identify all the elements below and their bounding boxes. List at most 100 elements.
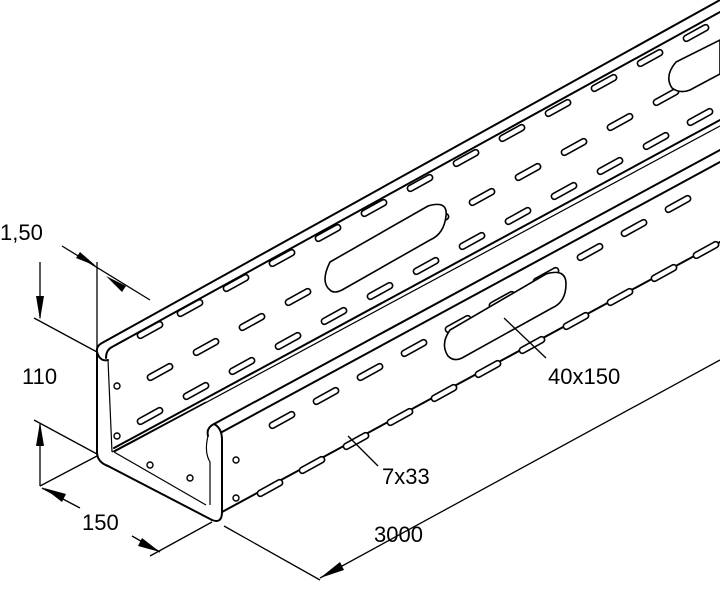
dim-thickness: 1,50: [0, 220, 151, 350]
slot: [284, 287, 312, 307]
slot: [514, 162, 542, 182]
slot: [238, 312, 266, 332]
dim-arrow: [106, 276, 126, 292]
dim-width: 150: [39, 455, 213, 557]
dim-arrow: [320, 562, 344, 578]
slot: [222, 273, 250, 293]
hole: [232, 456, 240, 464]
right-wall-front-edge: [211, 423, 223, 522]
large-slot: [443, 271, 567, 361]
right-wall-top-lip: [206, 423, 215, 437]
left-wall-top-edge-inner: [105, 11, 720, 359]
dim-arrow: [138, 538, 160, 552]
slot: [504, 206, 532, 226]
slot: [620, 218, 648, 238]
dim-leader-line: [61, 245, 151, 301]
slot: [312, 386, 340, 406]
left-wall-top-slots: [136, 23, 710, 340]
slot: [550, 181, 578, 201]
slot: [406, 173, 434, 193]
slot: [192, 337, 220, 357]
slot: [606, 112, 634, 132]
slot: [636, 48, 664, 68]
slot: [314, 223, 342, 243]
slot: [400, 338, 428, 358]
slot: [366, 281, 394, 301]
slot: [560, 137, 588, 157]
left-wall-middle-slots: [136, 63, 720, 426]
slot: [590, 73, 618, 93]
dim-label-length: 3000: [374, 522, 423, 547]
slot: [692, 240, 720, 260]
right-wall-slots: [256, 194, 720, 498]
large-slot: [324, 203, 447, 293]
slot: [458, 231, 486, 251]
slot: [256, 478, 284, 498]
callout-slot-small: 7x33: [347, 435, 430, 489]
leader-line: [503, 317, 547, 359]
slot: [544, 98, 572, 118]
slot: [468, 187, 496, 207]
dim-length: 3000: [223, 359, 720, 581]
dim-arrow: [36, 296, 44, 320]
slot: [320, 306, 348, 326]
slot: [606, 287, 634, 307]
dim-label-height: 110: [22, 364, 57, 389]
slot: [182, 381, 210, 401]
slot: [682, 23, 710, 43]
hole: [186, 474, 194, 482]
slot: [268, 410, 296, 430]
right-wall-top-edge-inner: [221, 161, 720, 433]
slot: [596, 156, 624, 176]
hole: [113, 432, 121, 440]
dim-extension-line: [33, 419, 98, 455]
left-wall-top-edge-outer: [95, 0, 720, 353]
right-wall-inner-face: [205, 435, 211, 505]
slot: [452, 148, 480, 168]
left-wall-inner-line: [113, 119, 720, 449]
dim-label-width: 150: [82, 510, 119, 535]
dim-height: 110: [22, 262, 98, 486]
slot: [430, 383, 458, 403]
slot: [412, 256, 440, 276]
dim-extension-line: [39, 455, 98, 487]
label-slot-large: 40x150: [548, 364, 620, 389]
slot: [386, 407, 414, 427]
slot: [686, 107, 714, 127]
large-slot: [668, 39, 720, 93]
hole: [146, 461, 154, 469]
slot: [562, 311, 590, 331]
dim-arrow: [76, 252, 96, 266]
label-slot-small: 7x33: [382, 464, 430, 489]
slot: [274, 331, 302, 351]
tray-body: [95, 0, 720, 522]
slot: [498, 123, 526, 143]
base-inner-edge: [113, 451, 207, 506]
right-wall-bottom-edge: [221, 241, 720, 513]
callout-slot-large: 40x150: [503, 317, 620, 389]
dim-extension-line: [149, 521, 213, 557]
left-wall-front-edge: [96, 351, 109, 467]
slot: [664, 194, 692, 214]
leader-line: [347, 435, 379, 467]
slot: [360, 198, 388, 218]
left-wall-inner-line-2: [113, 125, 720, 453]
large-slots: [324, 39, 720, 361]
left-wall-bottom-edge: [111, 401, 207, 453]
slot: [298, 455, 326, 475]
dim-line: [319, 359, 720, 579]
right-wall-top-edge-outer: [213, 149, 720, 425]
slot: [146, 362, 174, 382]
slot: [342, 431, 370, 451]
base-front-edge: [107, 465, 213, 521]
slot: [474, 359, 502, 379]
round-holes: [113, 382, 240, 502]
dim-arrow: [36, 422, 44, 446]
slot: [176, 298, 204, 318]
slot: [576, 242, 604, 262]
slot: [356, 362, 384, 382]
dim-extension-line: [33, 317, 98, 353]
slot: [642, 131, 670, 151]
